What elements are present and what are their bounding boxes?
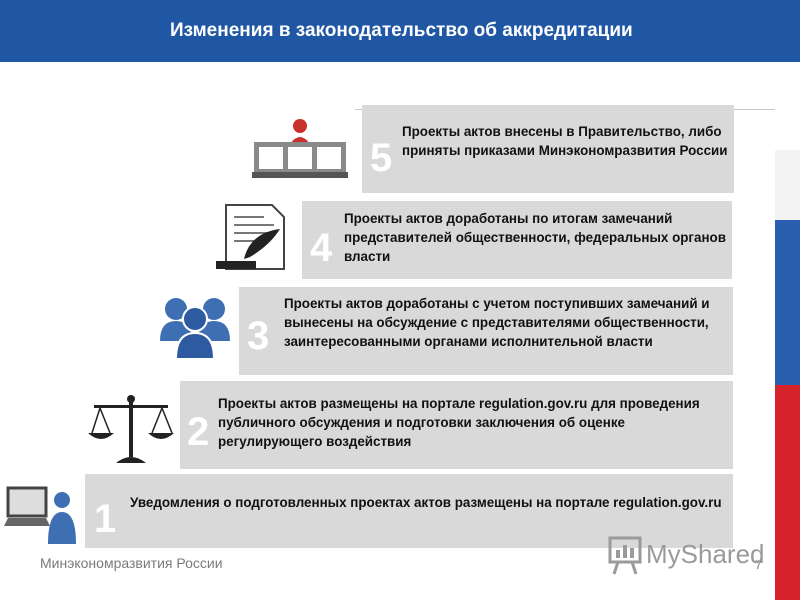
flag-stripe-blue xyxy=(775,220,800,385)
footer-organization: Минэкономразвития России xyxy=(40,555,223,571)
step-1-box: 1 Уведомления о подготовленных проектах … xyxy=(85,474,733,548)
people-group-icon xyxy=(160,298,230,360)
step-2-text: Проекты актов размещены на портале regul… xyxy=(218,396,700,449)
step-2-number: 2 xyxy=(187,410,210,454)
flag-stripe-red xyxy=(775,385,800,600)
government-icon xyxy=(252,119,348,178)
presentation-board-icon xyxy=(608,536,642,575)
step-5-box: 5 Проекты актов внесены в Правительство,… xyxy=(362,105,734,193)
step-3-text: Проекты актов доработаны с учетом поступ… xyxy=(284,296,710,349)
scales-icon xyxy=(88,395,174,463)
step-4-number: 4 xyxy=(310,226,333,270)
computer-user-icon xyxy=(4,486,76,544)
flag-stripe-white xyxy=(775,150,800,220)
step-1-text: Уведомления о подготовленных проектах ак… xyxy=(130,495,722,510)
step-3-number: 3 xyxy=(247,314,270,358)
watermark: MyShared xyxy=(608,536,765,576)
page-number: 7 xyxy=(755,558,762,572)
page-title: Изменения в законодательство об аккредит… xyxy=(170,20,633,41)
step-5-number: 5 xyxy=(370,136,393,180)
header-bar: Изменения в законодательство об аккредит… xyxy=(0,0,800,62)
step-2-box: 2 Проекты актов размещены на портале reg… xyxy=(180,381,733,469)
watermark-text: MyShared xyxy=(646,539,765,569)
step-3-box: 3 Проекты актов доработаны с учетом пост… xyxy=(239,287,733,375)
step-5-text: Проекты актов внесены в Правительство, л… xyxy=(402,124,728,158)
step-4-box: 4 Проекты актов доработаны по итогам зам… xyxy=(302,201,732,279)
step-4-text: Проекты актов доработаны по итогам замеч… xyxy=(344,211,726,264)
document-quill-icon xyxy=(216,204,285,270)
step-1-number: 1 xyxy=(94,497,117,541)
